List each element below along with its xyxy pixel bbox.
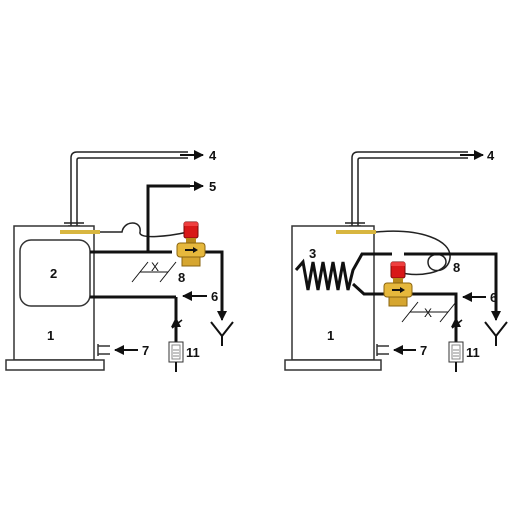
left-label-drain-pipe: 7 — [142, 343, 149, 358]
right-chimney — [345, 151, 468, 228]
right-label-coil: 3 — [309, 246, 316, 261]
left-label-distance: X — [151, 260, 159, 274]
right-tank — [284, 225, 382, 371]
left-heat-exchanger — [19, 239, 91, 307]
right-label-distance: X — [424, 306, 432, 320]
left-drain-stub — [97, 344, 110, 356]
left-capillary — [100, 222, 189, 238]
left-funnel-icon — [210, 321, 234, 347]
right-valve-icon — [383, 261, 413, 307]
right-label-valve: 8 — [453, 260, 460, 275]
right-diagram — [284, 150, 508, 372]
right-discharge-pipe — [404, 252, 498, 312]
left-chimney — [64, 151, 188, 228]
right-strainer-icon — [448, 341, 464, 363]
right-label-chimney: 4 — [487, 148, 495, 163]
left-diagram — [5, 150, 234, 372]
left-strainer-icon — [168, 341, 184, 363]
left-label-exchanger: 2 — [50, 266, 57, 281]
left-label-valve: 8 — [178, 270, 185, 285]
right-label-cold-water: 6 — [490, 290, 497, 305]
right-label-drain-pipe: 7 — [420, 343, 427, 358]
right-coil-return — [351, 282, 384, 296]
right-label-strainer: 11 — [466, 345, 480, 360]
right-coil — [294, 252, 392, 291]
left-valve-icon — [176, 221, 206, 267]
left-sensor-bulb — [60, 230, 100, 234]
right-label-tank: 1 — [327, 328, 334, 343]
left-label-cold-water: 6 — [211, 289, 218, 304]
left-label-strainer: 11 — [186, 345, 200, 360]
right-sensor-bulb — [336, 230, 376, 234]
right-cold-water-pipe — [404, 292, 458, 346]
right-capillary — [375, 230, 451, 276]
left-label-chimney: 4 — [209, 148, 217, 163]
left-distance-marker — [131, 261, 177, 283]
right-funnel-icon — [484, 321, 508, 347]
left-label-drain-line: 5 — [209, 179, 216, 194]
left-label-tank: 1 — [47, 328, 54, 343]
right-drain-stub — [376, 344, 389, 356]
right-distance-marker — [401, 301, 457, 323]
left-drain-line — [146, 184, 190, 252]
